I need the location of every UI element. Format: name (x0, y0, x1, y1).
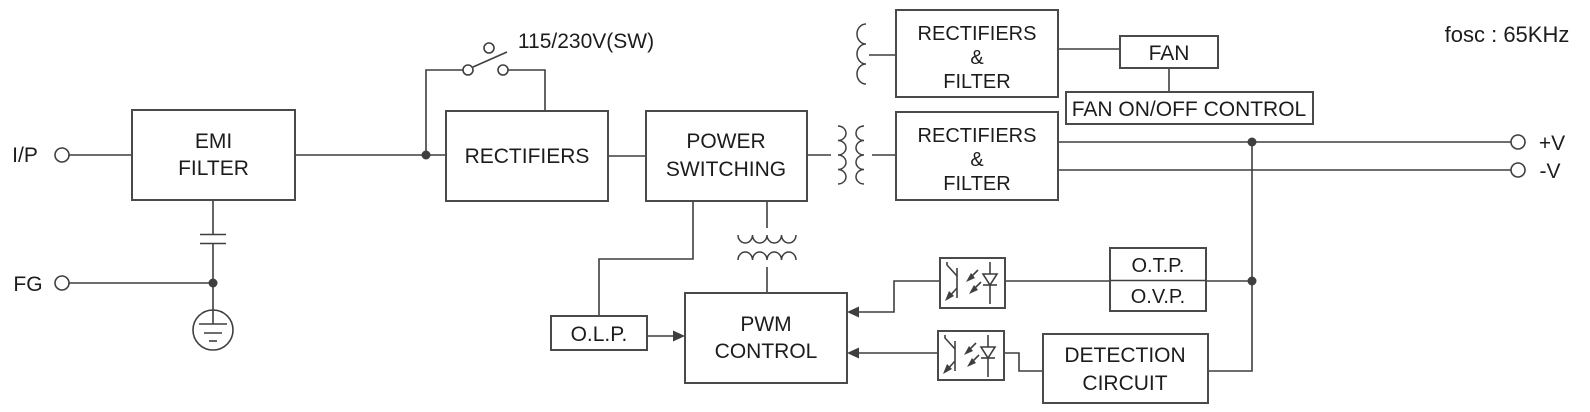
fg-terminal-label: FG (13, 273, 42, 296)
junction-dot (1247, 137, 1257, 147)
rectifiers-block (445, 110, 609, 202)
detection-label-1: DETECTION (1064, 344, 1185, 367)
arrowhead (673, 330, 685, 342)
v-minus-label: -V (1540, 160, 1561, 183)
emi-filter-label-2: FILTER (178, 157, 249, 180)
olp-label: O.L.P. (571, 323, 628, 346)
fan-control-label: FAN ON/OFF CONTROL (1072, 98, 1307, 121)
emi-filter-block (131, 109, 296, 201)
switch-contact-right (497, 64, 509, 76)
wires (69, 48, 1511, 372)
rect-filter-main-label-3: FILTER (943, 173, 1010, 195)
main-transformer-icon (837, 125, 865, 185)
ovp-label: O.V.P. (1131, 286, 1186, 308)
junction-dot (421, 150, 431, 160)
v-minus-terminal (1510, 162, 1526, 178)
optocoupler-icon-bottom (937, 330, 1005, 381)
line-voltage-switch (462, 42, 509, 76)
rectifiers-filter-fan-block (895, 9, 1059, 98)
rect-filter-fan-label-1: RECTIFIERS (918, 23, 1037, 45)
rect-filter-fan-label-3: FILTER (943, 71, 1010, 93)
fan-label: FAN (1149, 42, 1190, 65)
rectifiers-filter-main-block (895, 111, 1059, 201)
fg-terminal (54, 275, 70, 291)
input-terminal (54, 147, 70, 163)
rect-filter-fan-label-2: & (970, 47, 984, 69)
pwm-control-block (684, 292, 848, 384)
fan-on-off-control-block (1065, 91, 1314, 125)
junction-dot (208, 278, 218, 288)
detection-label-2: CIRCUIT (1082, 372, 1167, 395)
power-switching-label-1: POWER (686, 130, 765, 153)
drive-transformer-icon (737, 234, 797, 261)
otp-ovp-block (1109, 247, 1207, 312)
junction-dot (1247, 276, 1257, 286)
switch-contact-open (483, 42, 495, 54)
pwm-label-1: PWM (740, 313, 791, 336)
switch-voltage-label: 115/230V(SW) (518, 30, 654, 53)
fan-winding-icon (856, 23, 867, 85)
rect-filter-main-label-2: & (970, 149, 984, 171)
v-plus-terminal (1510, 134, 1526, 150)
fosc-label: fosc : 65KHz (1445, 22, 1570, 47)
v-plus-label: +V (1539, 132, 1565, 155)
power-switching-label-2: SWITCHING (666, 158, 786, 181)
earth-ground-icon (192, 309, 234, 351)
emi-filter-label-1: EMI (195, 130, 232, 153)
pwm-label-2: CONTROL (715, 340, 818, 363)
optocoupler-icon-top (939, 257, 1006, 309)
detection-circuit-block (1042, 333, 1209, 404)
switch-contact-left (462, 64, 474, 76)
otp-label: O.T.P. (1132, 255, 1185, 277)
olp-block (550, 315, 648, 351)
power-switching-block (645, 110, 808, 202)
arrowhead (847, 347, 859, 359)
rect-filter-main-label-1: RECTIFIERS (918, 125, 1037, 147)
fan-block (1119, 35, 1219, 69)
input-terminal-label: I/P (12, 144, 38, 167)
arrowhead (847, 306, 859, 318)
rectifiers-label: RECTIFIERS (465, 145, 590, 168)
